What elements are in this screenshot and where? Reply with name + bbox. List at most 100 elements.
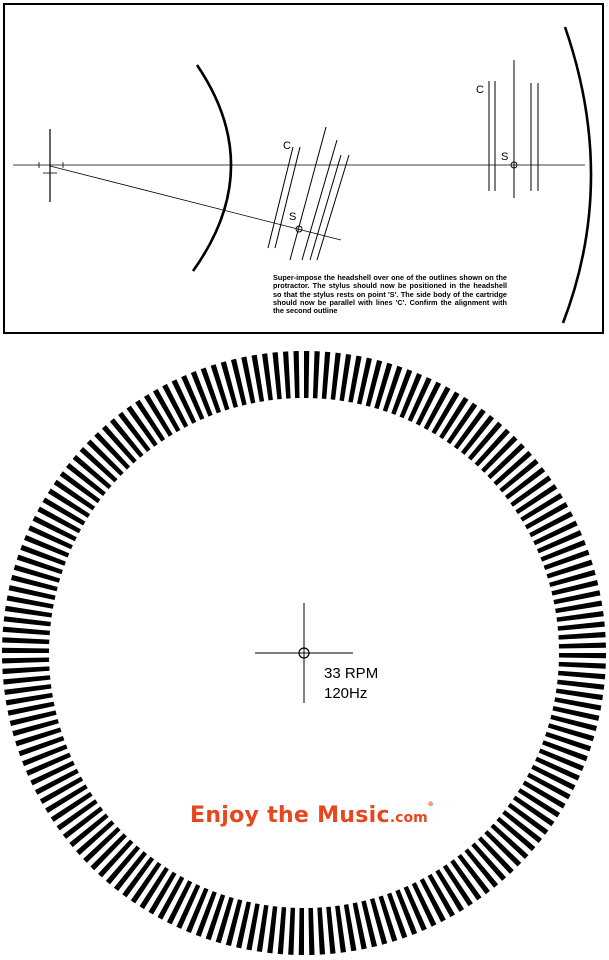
- strobe-speed-label: 33 RPM 120Hz: [324, 664, 378, 704]
- strobe-bar: [317, 907, 326, 955]
- strobe-bar: [23, 534, 70, 558]
- strobe-bar: [195, 891, 217, 937]
- strobe-bar: [157, 876, 185, 920]
- strobe-bar: [101, 425, 137, 464]
- strobe-bar: [3, 616, 51, 627]
- strobe-bar: [547, 723, 595, 742]
- strobe-bar: [220, 361, 239, 408]
- strobe-bar: [395, 889, 418, 935]
- strobe-bar: [2, 666, 50, 675]
- strobe-bar: [524, 502, 569, 530]
- strobe-bar: [391, 369, 413, 415]
- strobe-bar: [557, 679, 605, 690]
- strobe-bar: [549, 569, 596, 588]
- strobe-bar: [86, 439, 124, 476]
- inner-groove-arc: [191, 64, 233, 272]
- strobe-bar: [8, 585, 56, 600]
- strobe-bar: [90, 833, 127, 871]
- strobe-bar: [210, 364, 230, 411]
- strobe-bar: [558, 642, 606, 649]
- strobe-bar: [312, 351, 320, 399]
- strobe-bar: [6, 595, 54, 609]
- alignment-protractor-drawing: C S C S: [13, 26, 593, 324]
- tonearm-line: [49, 165, 342, 241]
- strobe-bar: [42, 497, 86, 526]
- strobe-bar: [502, 809, 542, 844]
- strobe-bar: [246, 903, 260, 951]
- strobe-bar: [105, 845, 141, 885]
- strobe-bar: [415, 381, 442, 426]
- strobe-bar: [39, 776, 84, 804]
- strobe-bar: [387, 892, 408, 939]
- strobe-bar: [477, 836, 514, 874]
- strobe-bar: [529, 511, 574, 538]
- strobe-bar: [15, 727, 62, 747]
- strobe-bar: [558, 653, 606, 659]
- strobe-bar: [457, 853, 490, 895]
- strobe-bar: [304, 351, 310, 399]
- strobe-bar: [510, 475, 552, 507]
- strobe-bar: [293, 351, 300, 399]
- inner-label-s: S: [289, 211, 296, 223]
- strobe-bar: [272, 352, 282, 400]
- strobe-bar: [321, 351, 331, 399]
- strobe-bar: [7, 701, 55, 716]
- strobe-bar: [499, 458, 539, 493]
- strobe-bar: [79, 447, 118, 483]
- strobe-bar: [62, 806, 104, 839]
- strobe-bar: [542, 740, 588, 762]
- strobe-bar: [546, 559, 593, 579]
- strobe-bar: [493, 450, 532, 486]
- strobe-bar: [122, 856, 155, 898]
- strobe-bar: [5, 692, 53, 706]
- strobe-bar: [374, 362, 393, 410]
- strobe-bar: [53, 479, 96, 511]
- strobe-bar: [261, 353, 273, 401]
- strobe-bar: [185, 887, 209, 934]
- strobe-bar: [230, 358, 247, 406]
- strobe-bar: [190, 371, 213, 417]
- outer-label-s: S: [501, 151, 508, 163]
- strobe-bar: [554, 697, 602, 711]
- strobe-bar: [4, 684, 52, 696]
- strobe-bar: [32, 515, 77, 542]
- strobe-bar: [118, 411, 151, 453]
- strobe-bar: [126, 405, 158, 447]
- protractor-panel: C S C S Super-impose the headshell over …: [3, 3, 604, 334]
- strobe-bar: [22, 744, 68, 767]
- strobe-bar: [490, 823, 529, 859]
- strobe-bar: [330, 352, 341, 400]
- strobe-bar: [361, 900, 378, 948]
- strobe-bar: [484, 830, 522, 867]
- strobe-bar: [37, 506, 81, 534]
- strobe-bar: [2, 657, 50, 664]
- strobe-bar: [326, 906, 336, 954]
- strobe-bar: [3, 675, 51, 685]
- strobe-bar: [464, 848, 499, 888]
- strobe-bar: [407, 377, 432, 422]
- strobe-bar: [533, 520, 578, 546]
- strobe-bar: [558, 661, 606, 669]
- strobe-bar: [12, 718, 59, 737]
- strobe-bar: [399, 372, 423, 419]
- strobe-bar: [176, 884, 201, 929]
- strobe-bar: [507, 802, 549, 835]
- strobe-bar: [365, 359, 383, 407]
- outer-alignment-lines: [488, 60, 539, 198]
- strobe-bar: [256, 904, 269, 953]
- strobe-bar: [474, 428, 510, 467]
- strobe-bar: [558, 670, 606, 680]
- outer-stylus-point: [510, 161, 518, 169]
- strobe-bar: [109, 418, 144, 458]
- strobe-bar: [166, 880, 193, 925]
- strobe-bar: [553, 590, 601, 605]
- strobe-bar: [504, 467, 546, 500]
- strobe-bar: [28, 525, 73, 550]
- inner-alignment-lines: [267, 126, 350, 261]
- strobe-bar: [556, 610, 604, 622]
- strobe-bar: [512, 795, 555, 827]
- spindle-circle: [298, 647, 310, 659]
- strobe-bar: [450, 859, 482, 901]
- strobe-bar: [298, 907, 304, 955]
- strobe-bar: [439, 396, 469, 440]
